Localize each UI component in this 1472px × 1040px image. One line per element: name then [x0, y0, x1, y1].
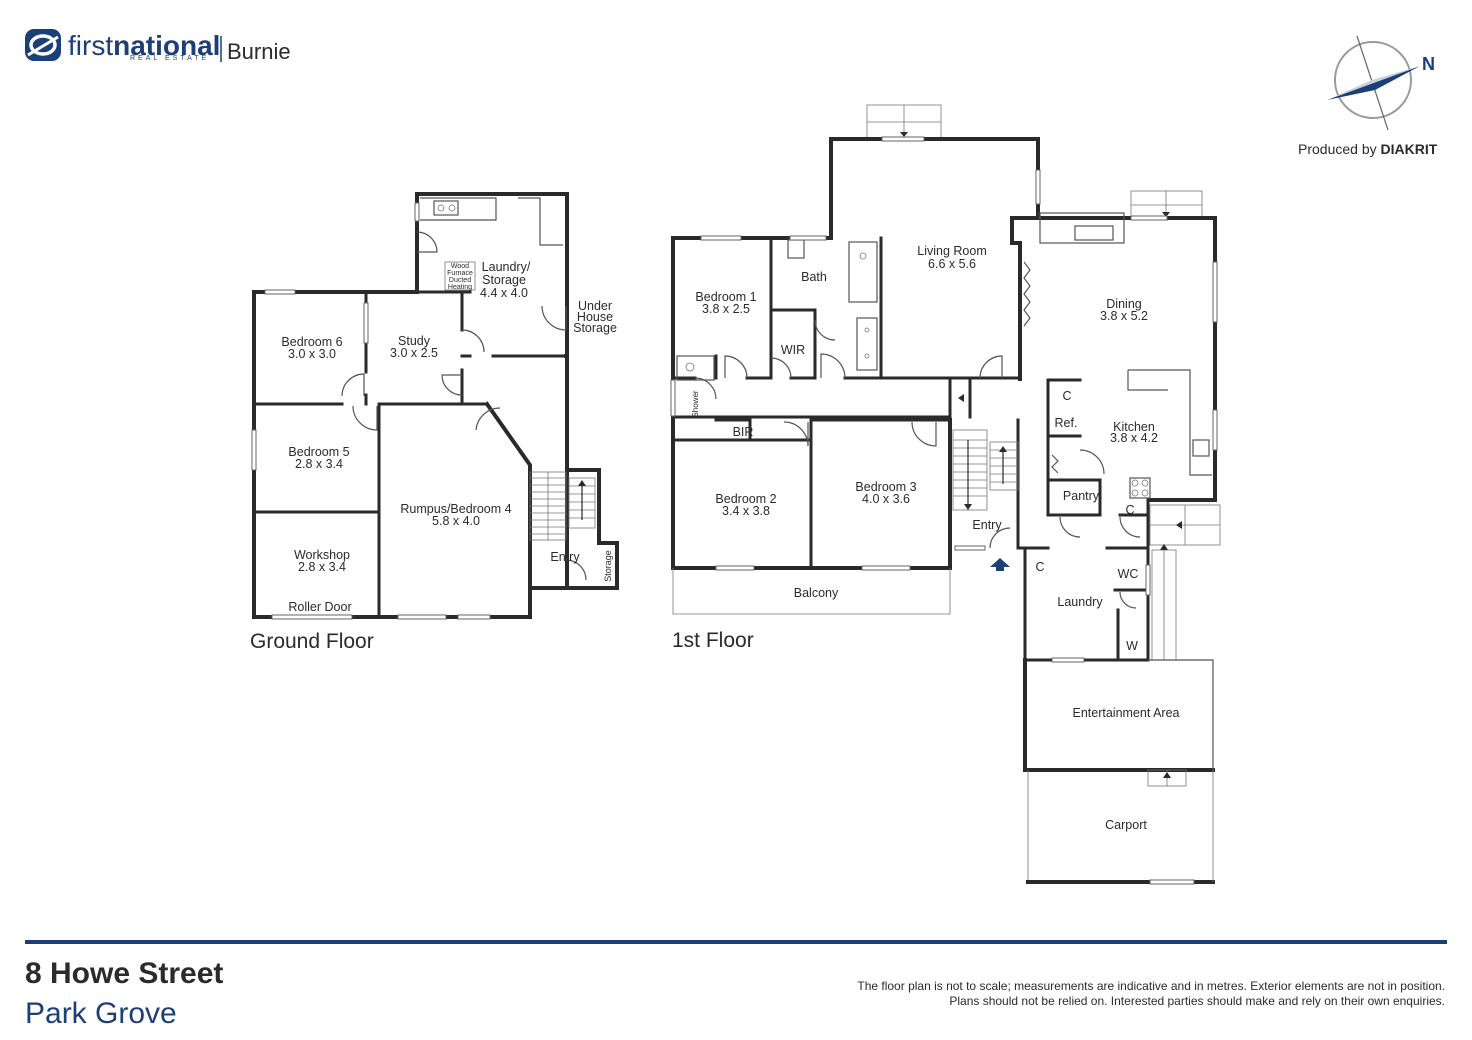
first-floor-plan: Bedroom 1 3.8 x 2.5 Bath WIR Shower BIR … [670, 104, 1221, 885]
ff-carport-label: Carport [1105, 818, 1147, 832]
ff-room-kitchen-name: Kitchen [1113, 420, 1155, 434]
gf-entry-label: Entry [550, 550, 580, 564]
ff-bath-label: Bath [801, 270, 827, 284]
gf-furnace-label-3: Ducted [449, 277, 471, 284]
ff-room-bedroom-3-name: Bedroom 3 [855, 480, 916, 494]
compass-north-label: N [1422, 54, 1435, 74]
gf-room-study-size: 3.0 x 2.5 [390, 346, 438, 360]
gf-room-workshop-name: Workshop [294, 548, 350, 562]
ff-room-bedroom-1-name: Bedroom 1 [695, 290, 756, 304]
gf-room-bedroom-6-name: Bedroom 6 [281, 335, 342, 349]
gf-room-bedroom-5-name: Bedroom 5 [288, 445, 349, 459]
ff-pantry-label: Pantry [1063, 489, 1100, 503]
ground-floor-title: Ground Floor [250, 630, 374, 653]
brand-logo-icon [25, 29, 61, 61]
ff-room-dining-name: Dining [1106, 297, 1141, 311]
disclaimer-line-1: The floor plan is not to scale; measurem… [857, 979, 1445, 993]
first-floor-title: 1st Floor [672, 629, 754, 652]
ff-laundry-label: Laundry [1057, 595, 1103, 609]
gf-room-laundry-size: 4.4 x 4.0 [480, 286, 528, 300]
ff-w-label: W [1126, 639, 1138, 653]
ff-entertainment-label: Entertainment Area [1072, 706, 1179, 720]
gf-furnace-label-2: Furnace [447, 270, 473, 277]
ground-floor-plan: Bedroom 6 3.0 x 3.0 Study 3.0 x 2.5 Laun… [250, 192, 619, 653]
ff-room-living-name: Living Room [917, 244, 986, 258]
producer-credit: Produced by DIAKRIT [1298, 141, 1438, 157]
ff-wc-label: WC [1118, 567, 1139, 581]
ff-room-dining-size: 3.8 x 5.2 [1100, 309, 1148, 323]
gf-storage-label: Storage [603, 550, 613, 582]
ff-balcony-label: Balcony [794, 586, 839, 600]
disclaimer-line-2: Plans should not be relied on. Intereste… [949, 994, 1445, 1008]
gf-under-house-label-1: Under [578, 299, 612, 313]
gf-room-rumpus-size: 5.8 x 4.0 [432, 514, 480, 528]
address-suburb: Park Grove [25, 997, 177, 1030]
gf-under-house-label-2: House [577, 310, 613, 324]
ff-bir-label: BIR [733, 425, 754, 439]
gf-furnace-label-4: Heating [448, 284, 472, 291]
ff-ref-label: Ref. [1055, 416, 1078, 430]
ff-room-bedroom-2-size: 3.4 x 3.8 [722, 504, 770, 518]
ff-c1-label: C [1062, 389, 1071, 403]
gf-room-workshop-size: 2.8 x 3.4 [298, 560, 346, 574]
gf-room-rumpus-name: Rumpus/Bedroom 4 [400, 502, 511, 516]
brand-subtitle: REAL ESTATE [130, 55, 209, 62]
ff-room-bedroom-3-size: 4.0 x 3.6 [862, 492, 910, 506]
ff-room-bedroom-1-size: 3.8 x 2.5 [702, 302, 750, 316]
gf-room-study-name: Study [398, 334, 431, 348]
ff-room-kitchen-size: 3.8 x 4.2 [1110, 431, 1158, 445]
brand-location: Burnie [227, 39, 291, 64]
brand-name: firstnational [68, 30, 220, 61]
ff-entry-label: Entry [972, 518, 1002, 532]
entry-arrow-icon [990, 558, 1010, 571]
gf-room-laundry-name-2: Storage [482, 273, 526, 287]
ff-shower-label: Shower [691, 390, 700, 417]
ff-room-bedroom-2-name: Bedroom 2 [715, 492, 776, 506]
footer-divider [25, 940, 1447, 944]
gf-under-house-label-3: Storage [573, 321, 617, 335]
brand-logo: firstnational REAL ESTATE Burnie [25, 29, 291, 64]
ff-c3-label: C [1035, 560, 1044, 574]
gf-room-bedroom-6-size: 3.0 x 3.0 [288, 347, 336, 361]
ff-c2-label: C [1125, 503, 1134, 517]
ff-wir-label: WIR [781, 343, 805, 357]
gf-room-bedroom-5-size: 2.8 x 3.4 [295, 457, 343, 471]
gf-furnace-label-1: Wood [451, 263, 469, 270]
compass-icon: N [1327, 35, 1435, 131]
ff-room-living-size: 6.6 x 5.6 [928, 257, 976, 271]
gf-room-laundry-name: Laundry/ [482, 260, 531, 274]
gf-roller-door-label: Roller Door [288, 600, 351, 614]
address-street: 8 Howe Street [25, 957, 223, 990]
